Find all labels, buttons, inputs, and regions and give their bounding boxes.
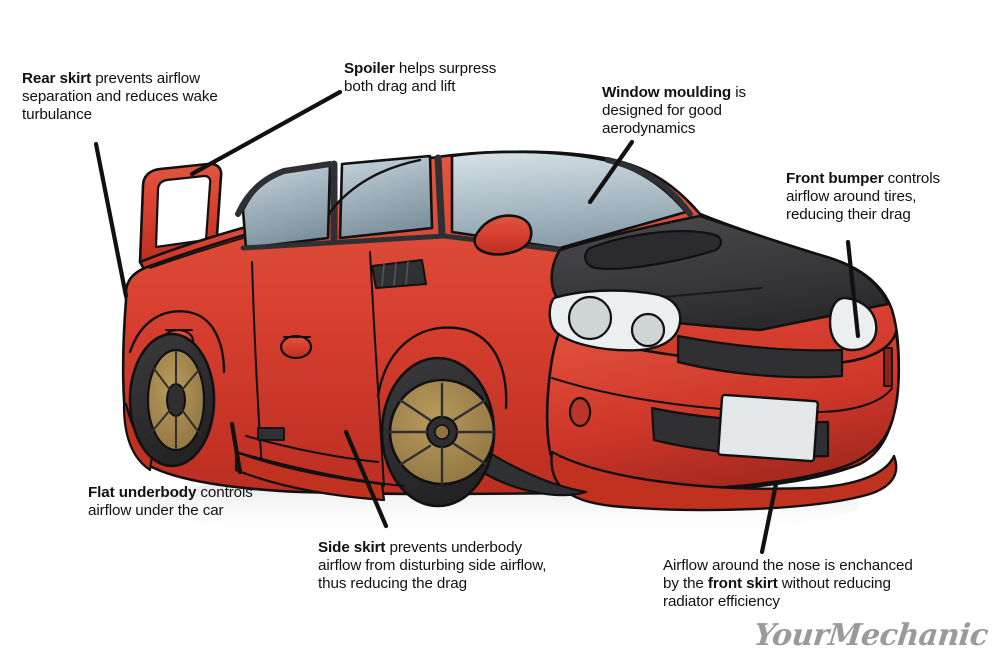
callout-front-skirt-line1: Airflow around the nose is enchanced (663, 557, 913, 574)
callout-flat-underbody: Flat underbody controls airflow under th… (88, 484, 253, 520)
leader-front-skirt (759, 481, 779, 555)
callout-front-bumper-line3: reducing their drag (786, 205, 911, 223)
callout-spoiler-line2: both drag and lift (344, 77, 456, 95)
leader-front-bumper (845, 239, 861, 339)
callout-spoiler: Spoiler helps surpress both drag and lif… (344, 60, 496, 96)
leader-rear-skirt (93, 141, 129, 299)
callout-spoiler-term: Spoiler (344, 60, 395, 77)
callout-window-moulding-line2: designed for good (602, 101, 722, 119)
callout-front-skirt-term: front skirt (707, 574, 778, 592)
callout-side-skirt-line2: airflow from disturbing side airflow, (318, 556, 547, 574)
callout-window-moulding-line3: aerodynamics (602, 119, 696, 137)
callout-front-bumper-term: Front bumper (786, 170, 884, 187)
leader-spoiler (189, 89, 343, 177)
yourmechanic-logo: YourMechanic (752, 618, 990, 653)
leader-lines (93, 89, 861, 555)
callout-window-moulding-line1: is (731, 84, 747, 101)
callout-rear-skirt-line1: prevents airflow (91, 70, 200, 87)
callout-front-skirt-line2-post: without reducing (777, 574, 891, 592)
leader-window-moulding (587, 139, 635, 205)
callout-rear-skirt-line2: separation and reduces wake (22, 87, 218, 105)
callout-front-bumper-line2: airflow around tires, (786, 187, 917, 205)
callout-window-moulding-term: Window moulding (602, 84, 732, 101)
callout-side-skirt: Side skirt prevents underbody airflow fr… (318, 539, 547, 592)
callout-front-skirt-line2-pre: by the (663, 574, 708, 592)
leader-side-skirt (343, 429, 389, 529)
callout-flat-underbody-term: Flat underbody (88, 484, 197, 501)
callout-rear-skirt-term: Rear skirt (22, 70, 92, 87)
callout-rear-skirt-line3: turbulance (22, 105, 92, 123)
leader-flat-underbody (229, 421, 243, 475)
callout-side-skirt-line1: prevents underbody (385, 539, 522, 556)
callout-front-skirt-line3: radiator efficiency (663, 592, 780, 610)
callout-front-bumper: Front bumper controls airflow around tir… (786, 170, 940, 223)
callout-flat-underbody-line2: airflow under the car (88, 501, 224, 519)
callout-front-skirt: Airflow around the nose is enchanced by … (663, 557, 913, 610)
callout-spoiler-line1: helps surpress (394, 60, 497, 77)
callout-rear-skirt: Rear skirt prevents airflow separation a… (22, 70, 218, 123)
callout-flat-underbody-line1: controls (196, 484, 253, 501)
callout-side-skirt-line3: thus reducing the drag (318, 574, 467, 592)
callout-side-skirt-term: Side skirt (318, 539, 386, 556)
callout-front-bumper-line1: controls (883, 170, 941, 187)
callout-window-moulding: Window moulding is designed for good aer… (602, 84, 746, 137)
